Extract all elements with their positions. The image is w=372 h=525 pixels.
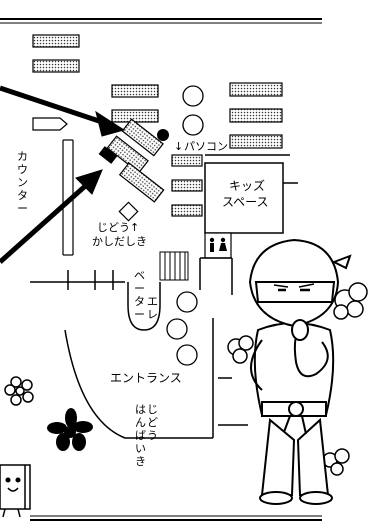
- table: [176, 291, 198, 313]
- bookshelf: [118, 162, 165, 203]
- walls: [30, 257, 248, 439]
- svg-text:ば: ば: [135, 429, 146, 442]
- svg-text:エ: エ: [147, 295, 158, 308]
- table: [166, 318, 188, 340]
- svg-text:う: う: [147, 429, 158, 442]
- bookshelf: [229, 108, 283, 123]
- auto-loan-label-1: じどう↑: [97, 221, 139, 234]
- entry-arrow-icon: [32, 117, 68, 131]
- restroom-icon: [209, 237, 227, 252]
- bookshelf: [121, 118, 164, 157]
- svg-text:ん: ん: [135, 416, 146, 429]
- bookshelf: [111, 84, 159, 98]
- restroom: [204, 232, 232, 259]
- flower-icon: [4, 376, 34, 406]
- svg-text:は: は: [135, 403, 146, 416]
- stairs: [159, 251, 189, 281]
- auto-loan-label-2: かしだしき: [92, 235, 147, 248]
- ninja-character: [248, 238, 352, 505]
- bookshelf: [171, 204, 203, 217]
- svg-text:タ: タ: [134, 295, 145, 308]
- table: [176, 344, 198, 366]
- cloud-icon: [227, 282, 368, 476]
- table: [182, 85, 204, 107]
- machine: [98, 146, 118, 164]
- svg-text:ベ: ベ: [134, 269, 145, 282]
- svg-text:ー: ー: [17, 202, 28, 215]
- dark-flower-icon: [47, 408, 93, 451]
- bookshelves: [32, 34, 283, 217]
- bookshelf: [111, 109, 159, 123]
- pointer-arrows: [0, 85, 126, 264]
- svg-text:ン: ン: [17, 176, 28, 189]
- svg-text:き: き: [135, 455, 146, 468]
- svg-text:じ: じ: [147, 403, 158, 416]
- current-location-dot: [157, 129, 169, 141]
- svg-text:ウ: ウ: [17, 163, 28, 176]
- auto-loan-machine-icon: [118, 201, 139, 222]
- elevator-label: ベ ー タ ー エ レ: [134, 269, 158, 321]
- svg-text:カ: カ: [17, 150, 28, 163]
- entrance-label: エントランス: [110, 371, 182, 385]
- border-lines: [0, 18, 322, 521]
- tables: [166, 85, 204, 366]
- svg-text:ど: ど: [147, 416, 158, 429]
- table: [182, 114, 204, 136]
- svg-text:タ: タ: [17, 189, 28, 202]
- bookshelf: [32, 34, 80, 48]
- bookshelf: [106, 135, 149, 174]
- svg-text:ー: ー: [134, 282, 145, 295]
- bookshelf: [32, 59, 80, 73]
- bookshelf: [229, 134, 283, 149]
- bookshelf: [171, 179, 203, 192]
- kids-space-label-2: スペース: [222, 195, 269, 209]
- svg-text:レ: レ: [147, 308, 158, 321]
- kids-space-label-1: キッズ: [229, 178, 265, 193]
- pc-label: パソコン: [184, 140, 228, 153]
- bookshelf: [229, 82, 283, 97]
- counter-label: カ ウ ン タ ー: [17, 150, 28, 215]
- svg-text:い: い: [135, 442, 146, 455]
- bookshelf: [171, 154, 203, 167]
- book-character-icon: [0, 464, 31, 518]
- svg-text:ー: ー: [134, 308, 145, 321]
- pc-arrow: ↓: [174, 140, 183, 153]
- kids-space: [204, 154, 298, 234]
- ninja-loan-machine-label: は ん ば い き じ ど う: [135, 403, 158, 468]
